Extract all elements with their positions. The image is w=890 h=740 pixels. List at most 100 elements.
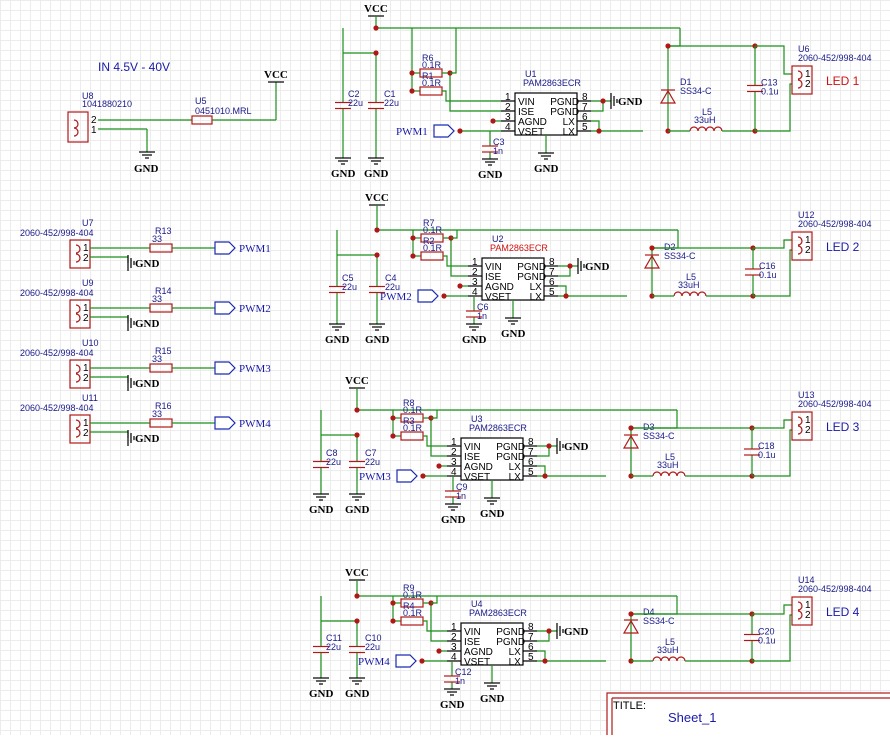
ic-pin-name: PGND — [496, 452, 525, 463]
gnd-label: GND — [478, 169, 503, 181]
input-capacitor-value: 22u — [384, 98, 399, 108]
gnd-symbol — [466, 323, 482, 331]
ic-pin-number: 6 — [528, 457, 534, 468]
pwm-resistor — [149, 363, 173, 373]
diode-symbol — [622, 434, 640, 449]
vset-capacitor-C6 — [466, 310, 482, 318]
ic-pin-number: 1 — [451, 622, 457, 633]
input-connector-part: 1041880210 — [82, 99, 132, 109]
led-connector: 12 — [791, 231, 813, 261]
led-connector-ref: U14 — [798, 575, 815, 585]
input-capacitor-value: 22u — [365, 642, 380, 652]
diode-symbol — [659, 89, 677, 104]
inductor-value: 33uH — [678, 280, 700, 290]
ic-pin-number: 1 — [451, 437, 457, 448]
driver-ic-part: PAM2863ECR — [523, 78, 581, 88]
junction-dot — [436, 648, 442, 654]
diode-ref: D3 — [643, 422, 655, 432]
header-pin-2: 2 — [83, 373, 89, 384]
diode-part: SS34-C — [664, 251, 696, 261]
sense-resistor-value: 0.1R — [423, 225, 443, 235]
gnd-symbol — [329, 323, 345, 331]
ic-pin-name: AGND — [464, 647, 493, 658]
output-capacitor-ref: C16 — [759, 261, 776, 271]
ic-pin-number: 7 — [528, 632, 534, 643]
header-pin-1: 1 — [83, 363, 89, 374]
header-pin-2: 2 — [83, 253, 89, 264]
output-capacitor-value: 0.1u — [761, 87, 779, 97]
junction-dot — [390, 618, 396, 624]
junction-dot — [354, 593, 360, 599]
junction-dot — [436, 463, 442, 469]
input-capacitor-ref: C4 — [385, 273, 397, 283]
ic-pin-name: VSET — [464, 657, 490, 668]
title-block-label: TITLE: — [613, 700, 646, 712]
vset-capacitor-ref: C6 — [477, 302, 489, 312]
input-capacitor-value: 22u — [326, 642, 341, 652]
sense-resistor-ref: R8 — [403, 398, 415, 408]
junction-dot — [542, 658, 548, 664]
vcc-label: VCC — [345, 567, 369, 579]
ic-pin-name: LX — [509, 647, 522, 658]
header-pin-2: 2 — [805, 610, 811, 621]
ic-pin-number: 7 — [528, 447, 534, 458]
header-pin-1: 1 — [805, 415, 811, 426]
inductor-symbol — [652, 471, 686, 477]
pwm-resistor-ref: R15 — [155, 346, 172, 356]
junction-dot — [354, 618, 360, 624]
ic-pin-name: LX — [509, 472, 522, 483]
pwm-header-ref: U9 — [82, 278, 94, 288]
input-capacitor-C11 — [313, 645, 329, 654]
output-capacitor-ref: C13 — [761, 78, 778, 88]
gnd-label: GND — [364, 168, 389, 180]
junction-dot — [490, 118, 496, 124]
output-capacitor-ref: C20 — [758, 627, 775, 637]
junction-dot — [354, 407, 360, 413]
gnd-label: GND — [135, 433, 160, 445]
ic-pin-name: VIN — [518, 97, 535, 108]
sense-resistor-R1 — [419, 86, 443, 96]
ic-pin-number: 3 — [451, 642, 457, 653]
ic-pin-number: 3 — [472, 277, 478, 288]
led-label: LED 2 — [826, 240, 860, 254]
inductor-symbol — [689, 126, 723, 132]
driver-ic-ref: U4 — [471, 599, 483, 609]
led-connector-part: 2060-452/998-404 — [798, 53, 872, 63]
sense-resistor-ref: R2 — [423, 236, 435, 246]
diode-part: SS34-C — [643, 431, 675, 441]
sense-resistor-value: 0.1R — [422, 78, 442, 88]
junction-dot — [542, 473, 548, 479]
diode-ref: D1 — [680, 77, 692, 87]
input-capacitor-ref: C8 — [326, 448, 338, 458]
led-label: LED 4 — [826, 605, 860, 619]
vcc-label: VCC — [264, 69, 288, 81]
pwm-resistor — [149, 243, 173, 253]
pwm-header-connector: 12 — [69, 414, 91, 444]
input-capacitor-ref: C5 — [342, 273, 354, 283]
junction-dot — [373, 50, 379, 56]
junction-dot — [441, 293, 447, 299]
pwm-header-connector: 12 — [69, 359, 91, 389]
header-pin-1: 1 — [805, 69, 811, 80]
input-capacitor-ref: C1 — [384, 89, 396, 99]
led-connector: 12 — [791, 65, 813, 95]
vcc-label: VCC — [345, 375, 369, 387]
ic-pin-name: AGND — [485, 282, 514, 293]
vset-capacitor-C12 — [444, 675, 460, 683]
title-block: TITLE: Sheet_1 — [606, 692, 890, 740]
gnd-label: GND — [135, 378, 160, 390]
pwm-net-flag-label: PWM2 — [380, 291, 412, 303]
gnd-symbol — [127, 430, 135, 446]
sense-resistor-value: 0.1R — [403, 590, 423, 600]
sense-resistor-ref: R4 — [403, 601, 415, 611]
ic-pin-name: LX — [530, 292, 543, 303]
junction-dot — [628, 611, 634, 617]
gnd-label: GND — [585, 261, 610, 273]
driver-ic-ref: U1 — [525, 69, 537, 79]
junction-dot — [457, 283, 463, 289]
ic-pin-name: LX — [563, 127, 576, 138]
driver-ic-body — [460, 622, 524, 666]
gnd-symbol — [484, 497, 500, 505]
